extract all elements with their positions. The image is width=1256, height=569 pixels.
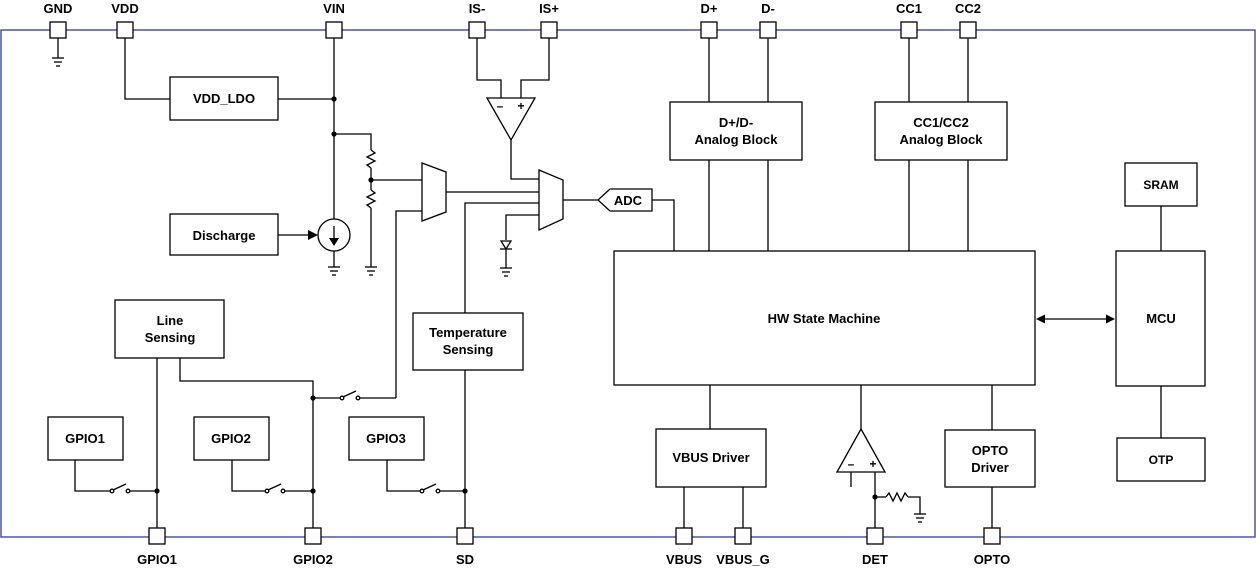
pin-gpio1-label: GPIO1 <box>137 552 177 567</box>
pin-gpio1: GPIO1 <box>137 527 177 567</box>
pin-opto-label: OPTO <box>974 552 1011 567</box>
pin-dm-label: D- <box>761 1 775 16</box>
pin-is-plus: IS+ <box>539 1 559 39</box>
mcu-label: MCU <box>1146 311 1176 326</box>
pin-gpio2: GPIO2 <box>293 527 333 567</box>
hw-state-machine-label: HW State Machine <box>768 311 881 326</box>
ground-icon <box>328 266 340 276</box>
pin-is-plus-label: IS+ <box>539 1 559 16</box>
dpdm-analog-block <box>669 101 803 161</box>
pin-det: DET <box>862 527 888 567</box>
line-sensing-block <box>114 299 225 359</box>
ground-icon <box>365 266 377 276</box>
pin-vbus-g-label: VBUS_G <box>716 552 769 567</box>
current-sense-amp <box>485 97 537 142</box>
pin-is-minus-label: IS- <box>469 1 486 16</box>
sram-label: SRAM <box>1143 178 1178 192</box>
otp-block <box>1116 437 1206 482</box>
dpdm-label-2: Analog Block <box>694 132 778 147</box>
cc-label-2: Analog Block <box>899 132 983 147</box>
opto-driver-block <box>944 429 1036 488</box>
pin-cc1-label: CC1 <box>896 1 922 16</box>
vdd-ldo-block <box>169 76 279 121</box>
det-amp-plus-sign: + <box>869 457 876 471</box>
adc-label: ADC <box>614 193 643 208</box>
pin-sd-label: SD <box>456 552 474 567</box>
pin-dp: D+ <box>700 1 718 39</box>
pin-vbus: VBUS <box>666 527 702 567</box>
pin-vin: VIN <box>323 1 345 39</box>
gpio1-block <box>47 416 124 461</box>
det-amp-minus-sign: – <box>848 457 855 471</box>
temperature-sensing-label-2: Sensing <box>443 342 494 357</box>
ground-icon <box>500 267 512 277</box>
gpio3-block <box>348 416 425 461</box>
gpio2-block-label: GPIO2 <box>211 431 251 446</box>
pin-vin-label: VIN <box>323 1 345 16</box>
gpio2-block <box>193 416 270 461</box>
opto-driver-label-2: Driver <box>971 460 1009 475</box>
ground-icon <box>914 513 926 523</box>
amp-minus-sign: – <box>497 99 504 113</box>
gpio1-block-label: GPIO1 <box>65 431 105 446</box>
pin-det-label: DET <box>862 552 888 567</box>
cc-analog-block <box>874 101 1008 161</box>
mux-2 <box>538 169 564 232</box>
pin-sd: SD <box>456 527 474 567</box>
mcu-block <box>1115 250 1206 387</box>
pin-vbus-label: VBUS <box>666 552 702 567</box>
dpdm-label-1: D+/D- <box>719 115 753 130</box>
arrow-right-icon <box>1106 314 1115 324</box>
vbus-driver-block <box>655 428 767 488</box>
diode-icon <box>499 240 513 251</box>
sram-block <box>1124 162 1198 207</box>
pin-dp-label: D+ <box>701 1 718 16</box>
opto-driver-label-1: OPTO <box>972 443 1009 458</box>
arrow-left-icon <box>1036 314 1045 324</box>
pin-vbus-g: VBUS_G <box>716 527 770 567</box>
pin-dm: D- <box>759 1 777 39</box>
line-sensing-label-2: Sensing <box>145 330 196 345</box>
hw-state-machine-block <box>613 250 1036 386</box>
vdd-ldo-label: VDD_LDO <box>193 91 255 106</box>
det-comparator <box>835 427 887 473</box>
cc-label-1: CC1/CC2 <box>913 115 969 130</box>
pin-gnd: GND <box>44 1 73 67</box>
pin-gpio2-label: GPIO2 <box>293 552 333 567</box>
discharge-label: Discharge <box>193 228 256 243</box>
gpio3-block-label: GPIO3 <box>366 431 406 446</box>
temperature-sensing-label-1: Temperature <box>429 325 507 340</box>
pin-cc1: CC1 <box>896 1 922 39</box>
temperature-sensing-block <box>412 312 524 371</box>
vbus-driver-label: VBUS Driver <box>672 450 749 465</box>
pin-opto: OPTO <box>974 527 1011 567</box>
mux-1 <box>421 162 447 222</box>
line-sensing-label-1: Line <box>157 313 184 328</box>
pin-gnd-label: GND <box>44 1 73 16</box>
pin-cc2-label: CC2 <box>955 1 981 16</box>
amp-plus-sign: + <box>517 99 524 113</box>
pin-vdd: VDD <box>111 1 139 39</box>
pin-vdd-label: VDD <box>111 1 138 16</box>
pin-is-minus: IS- <box>468 1 486 39</box>
chip-outline <box>0 29 1256 538</box>
pin-cc2: CC2 <box>955 1 981 39</box>
otp-label: OTP <box>1149 453 1174 467</box>
